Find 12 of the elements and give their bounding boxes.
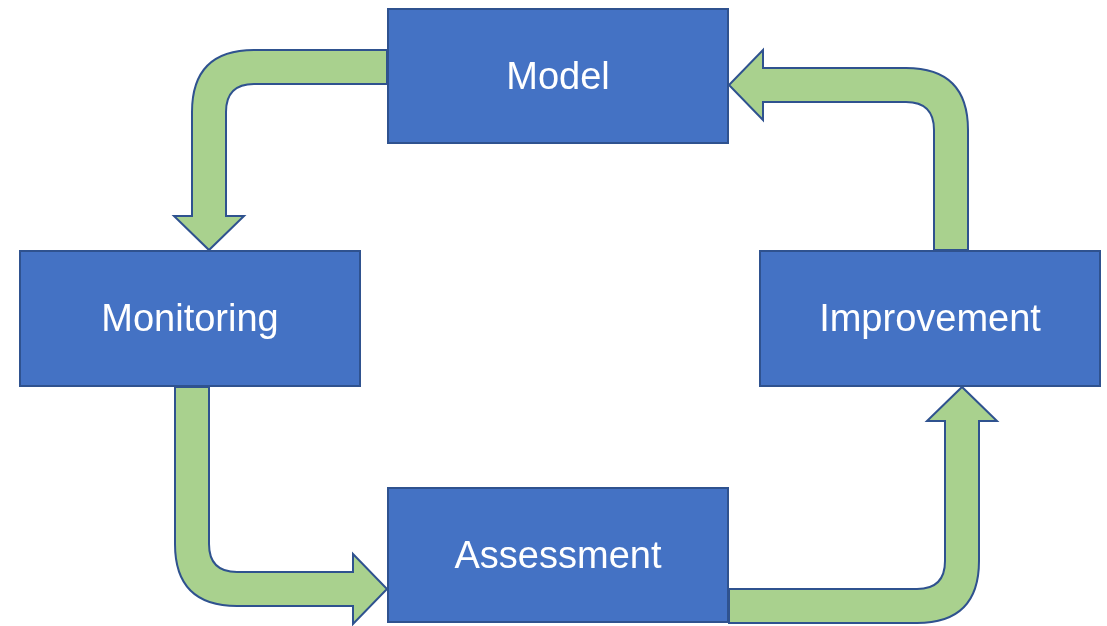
process-box: [387, 487, 729, 623]
process-box: [759, 250, 1101, 387]
box-label: Model: [506, 54, 610, 98]
bent-arrow: [174, 386, 388, 625]
process-box: [19, 250, 361, 387]
process-box: [387, 8, 729, 144]
box-label: Improvement: [819, 297, 1041, 340]
bent-arrow: [728, 386, 998, 624]
bent-arrow: [173, 49, 388, 251]
bent-arrow: [728, 49, 969, 251]
box-label: Assessment: [454, 533, 662, 577]
box-label: Monitoring: [101, 297, 279, 340]
